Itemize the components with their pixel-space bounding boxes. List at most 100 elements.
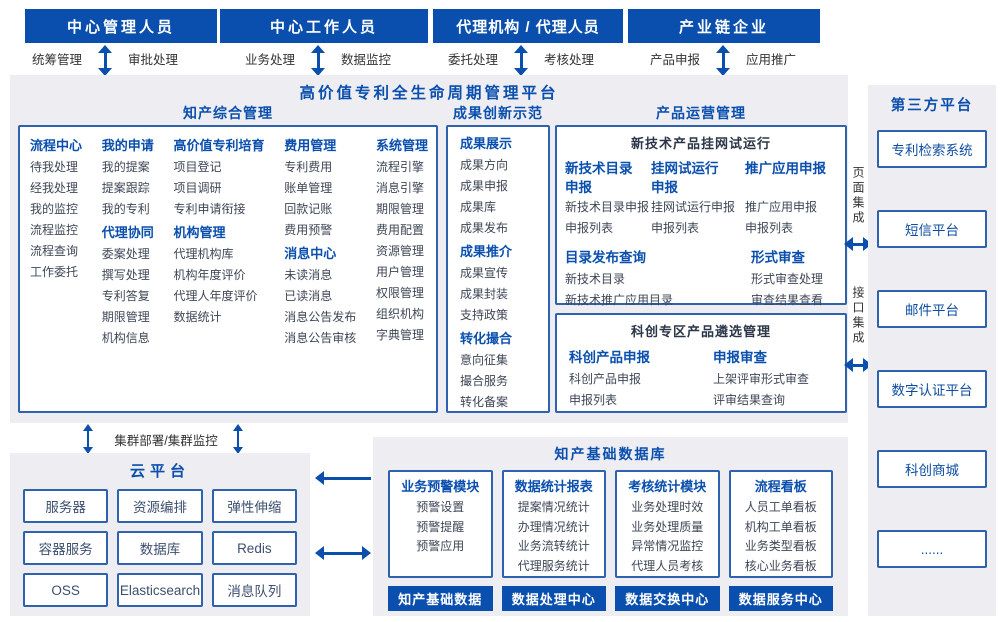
up-down-arrow-icon — [514, 45, 528, 76]
cloud-service: Elasticsearch — [117, 573, 203, 607]
menu-item: 代理服务统计 — [517, 558, 590, 573]
group-title: 我的申请 — [101, 138, 154, 153]
function-label: 考核处理 — [544, 52, 595, 67]
menu-item: 推广应用申报 — [745, 200, 818, 214]
up-down-arrow-icon — [81, 424, 95, 454]
menu-group: 高价值专利培育项目登记项目调研专利申请衔接 — [173, 135, 264, 220]
up-down-arrow-icon — [716, 45, 730, 76]
menu-item: 委案处理 — [101, 247, 150, 261]
actor-industry-enterprises: 产业链企业 — [628, 9, 820, 43]
actor-center-staff: 中心工作人员 — [220, 9, 428, 43]
cloud-service: 服务器 — [23, 489, 109, 523]
menu-group: 消息中心未读消息已读消息消息公告发布消息公告审核 — [284, 243, 356, 349]
function-label: 应用推广 — [746, 52, 797, 67]
page-integration-label: 页面集成 — [851, 166, 865, 226]
up-down-arrow-icon — [231, 424, 245, 454]
data-center-chip: 数据服务中心 — [728, 586, 833, 611]
menu-item: 业务类型看板 — [744, 539, 817, 553]
menu-item: 回款记账 — [284, 202, 333, 216]
cloud-service: 容器服务 — [23, 531, 109, 565]
ip-database-modules: 业务预警模块预警设置预警提醒预警应用数据统计报表提案情况统计办理情况统计业务流转… — [373, 464, 848, 578]
menu-column: 我的申请我的提案提案跟踪我的专利代理协同委案处理撰写处理专利答复期限管理机构信息 — [102, 133, 154, 411]
menu-group: 成果展示成果方向成果申报成果库成果发布 — [460, 133, 548, 239]
third-party-title: 第三方平台 — [890, 98, 974, 114]
third-party-panel: 第三方平台 专利检索系统短信平台邮件平台数字认证平台科创商城...... — [868, 85, 996, 616]
group-title: 挂网试运行申报 — [651, 161, 719, 195]
menu-item: 项目调研 — [173, 181, 222, 195]
menu-group: 成果推介成果宣传成果封装支持政策 — [460, 241, 548, 326]
menu-item: 未读消息 — [284, 268, 333, 282]
selection-box: 科创专区产品遴选管理 科创产品申报科创产品申报申报列表申报审查上架评审形式审查评… — [555, 313, 847, 413]
cloud-service: 弹性伸缩 — [211, 489, 297, 523]
menu-group: 代理协同委案处理撰写处理专利答复期限管理机构信息 — [102, 222, 154, 349]
ip-database-panel: 知产基础数据库 业务预警模块预警设置预警提醒预警应用数据统计报表提案情况统计办理… — [373, 437, 848, 616]
cloud-service: 消息队列 — [211, 573, 297, 607]
menu-item: 机构工单看板 — [744, 519, 817, 534]
menu-item: 资源管理 — [375, 244, 424, 258]
group-title: 成果推介 — [460, 244, 513, 259]
function-label: 委托处理 — [447, 52, 498, 67]
actor-center-managers: 中心管理人员 — [25, 9, 217, 43]
group-title: 高价值专利培育 — [173, 138, 265, 153]
menu-column: 系统管理流程引擎消息引擎期限管理费用配置资源管理用户管理权限管理组织机构字典管理 — [376, 133, 428, 411]
menu-item: 待我处理 — [30, 160, 79, 174]
menu-group: 我的申请我的提案提案跟踪我的专利 — [102, 135, 154, 220]
left-right-arrow-icon — [844, 358, 872, 372]
data-center-chip: 数据处理中心 — [501, 586, 606, 611]
menu-item: 期限管理 — [101, 310, 150, 324]
achievement-box: 成果展示成果方向成果申报成果库成果发布成果推介成果宣传成果封装支持政策转化撮合意… — [446, 125, 550, 413]
trial-run-title: 新技术产品挂网试运行 — [630, 136, 771, 151]
menu-item: 成果库 — [460, 200, 497, 214]
third-party-system: 短信平台 — [877, 210, 987, 248]
menu-group: 考核统计模块业务处理时效业务处理质量异常情况监控代理人员考核 — [615, 470, 720, 578]
cloud-service: Redis — [211, 531, 297, 565]
menu-column: 流程中心待我处理经我处理我的监控流程监控流程查询工作委托 — [30, 133, 82, 411]
menu-item: 申报列表 — [565, 221, 614, 235]
menu-column: 费用管理专利费用账单管理回款记账费用预警消息中心未读消息已读消息消息公告发布消息… — [284, 133, 356, 411]
menu-group: 业务预警模块预警设置预警提醒预警应用 — [388, 470, 493, 578]
group-title: 形式审查 — [751, 250, 805, 265]
menu-item: 撰写处理 — [101, 268, 150, 282]
menu-item: 工作委托 — [30, 265, 79, 279]
third-party-system: 专利检索系统 — [877, 130, 987, 168]
group-title: 推广应用申报 — [745, 161, 826, 176]
function-label: 业务处理 — [244, 52, 295, 67]
section-title-ip-management: 知产综合管理 — [183, 105, 273, 121]
menu-item: 成果申报 — [460, 179, 509, 193]
actor-functions-4: 产品申报 应用推广 — [643, 49, 803, 67]
cloud-service: 数据库 — [117, 531, 203, 565]
menu-item: 预警应用 — [416, 539, 465, 553]
up-down-arrow-icon — [311, 45, 325, 76]
trial-run-row2: 目录发布查询新技术目录新技术推广应用目录新技术（产品）挂网试运行计划形式审查形式… — [565, 245, 837, 332]
function-label: 统筹管理 — [31, 52, 82, 67]
menu-item: 申报列表 — [745, 221, 794, 235]
left-arrow-icon — [315, 471, 371, 485]
menu-group: 新技术目录申报新技术目录申报申报列表 — [565, 157, 651, 239]
menu-item: 转化备案 — [460, 395, 509, 409]
section-title-product-ops: 产品运营管理 — [656, 105, 746, 121]
menu-item: 提案跟踪 — [101, 181, 150, 195]
menu-item: 科创产品申报 — [569, 372, 642, 386]
function-label: 审批处理 — [128, 52, 179, 67]
menu-item: 申报列表 — [651, 221, 700, 235]
menu-item: 成果封装 — [460, 287, 509, 301]
menu-item: 申报列表 — [569, 393, 618, 407]
menu-item: 字典管理 — [375, 328, 424, 342]
actor-functions-3: 委托处理 考核处理 — [441, 49, 601, 67]
data-center-chip: 知产基础数据 — [388, 586, 493, 611]
menu-item: 费用预警 — [284, 223, 333, 237]
menu-item: 办理情况统计 — [517, 519, 590, 534]
menu-item: 机构年度评价 — [173, 268, 246, 282]
menu-item: 我的提案 — [101, 160, 150, 174]
actor-functions-1: 统筹管理 审批处理 — [25, 49, 185, 67]
group-title: 费用管理 — [284, 138, 337, 153]
menu-item: 专利申请衔接 — [173, 202, 246, 216]
section-title-achievement: 成果创新示范 — [453, 105, 543, 121]
menu-item: 我的监控 — [30, 202, 79, 216]
menu-item: 成果宣传 — [460, 266, 509, 280]
menu-item: 费用配置 — [375, 223, 424, 237]
menu-group: 申报审查上架评审形式审查评审结果查询 — [713, 345, 837, 411]
menu-item: 消息公告发布 — [284, 310, 357, 324]
